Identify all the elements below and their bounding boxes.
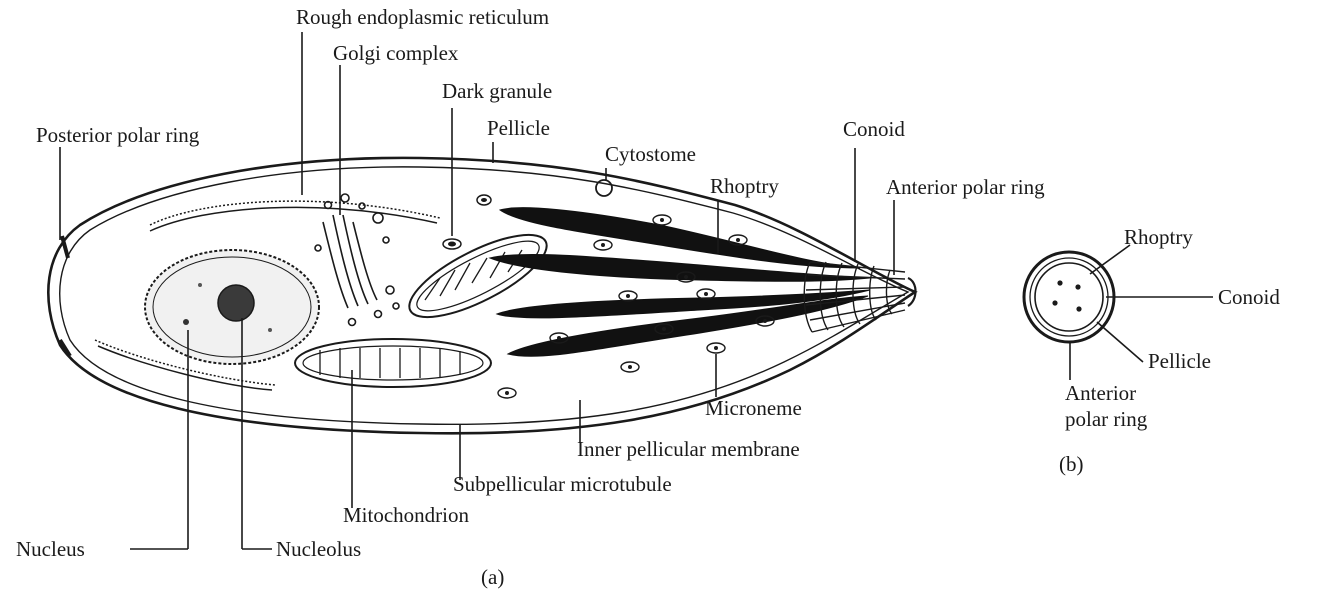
label-microneme: Microneme [705,396,802,420]
label-nucleolus: Nucleolus [276,537,361,561]
nucleus [145,250,319,364]
dark-granules [443,195,491,249]
label-rough-er: Rough endoplasmic reticulum [296,5,549,29]
nucleolus [218,285,254,321]
label-mitochondrion: Mitochondrion [343,503,469,527]
rhoptries [490,208,870,357]
label-cytostome: Cytostome [605,142,696,166]
label-nucleus: Nucleus [16,537,85,561]
label-posterior-polar-ring: Posterior polar ring [36,123,200,147]
label-dark-granule: Dark granule [442,79,552,103]
cytostome-pore [596,180,612,196]
mitochondrion-lower [295,339,491,387]
label-golgi-complex: Golgi complex [333,41,459,65]
label-panel-b: (b) [1059,452,1084,476]
label-subpellicular-microtubule: Subpellicular microtubule [453,472,672,496]
label-anterior-polar-ring: Anterior polar ring [886,175,1045,199]
label-inner-pellicular-membrane: Inner pellicular membrane [577,437,800,461]
label-conoid: Conoid [843,117,905,141]
inset-label-polar-ring: polar ring [1065,407,1148,431]
inset-label-anterior: Anterior [1065,381,1136,405]
label-rhoptry: Rhoptry [710,174,779,198]
inset-label-conoid: Conoid [1218,285,1280,309]
inset-cross-section: Rhoptry Conoid Pellicle Anterior polar r… [1024,225,1280,476]
label-panel-a: (a) [481,565,504,589]
label-pellicle: Pellicle [487,116,550,140]
inset-label-rhoptry: Rhoptry [1124,225,1193,249]
inset-label-pellicle: Pellicle [1148,349,1211,373]
